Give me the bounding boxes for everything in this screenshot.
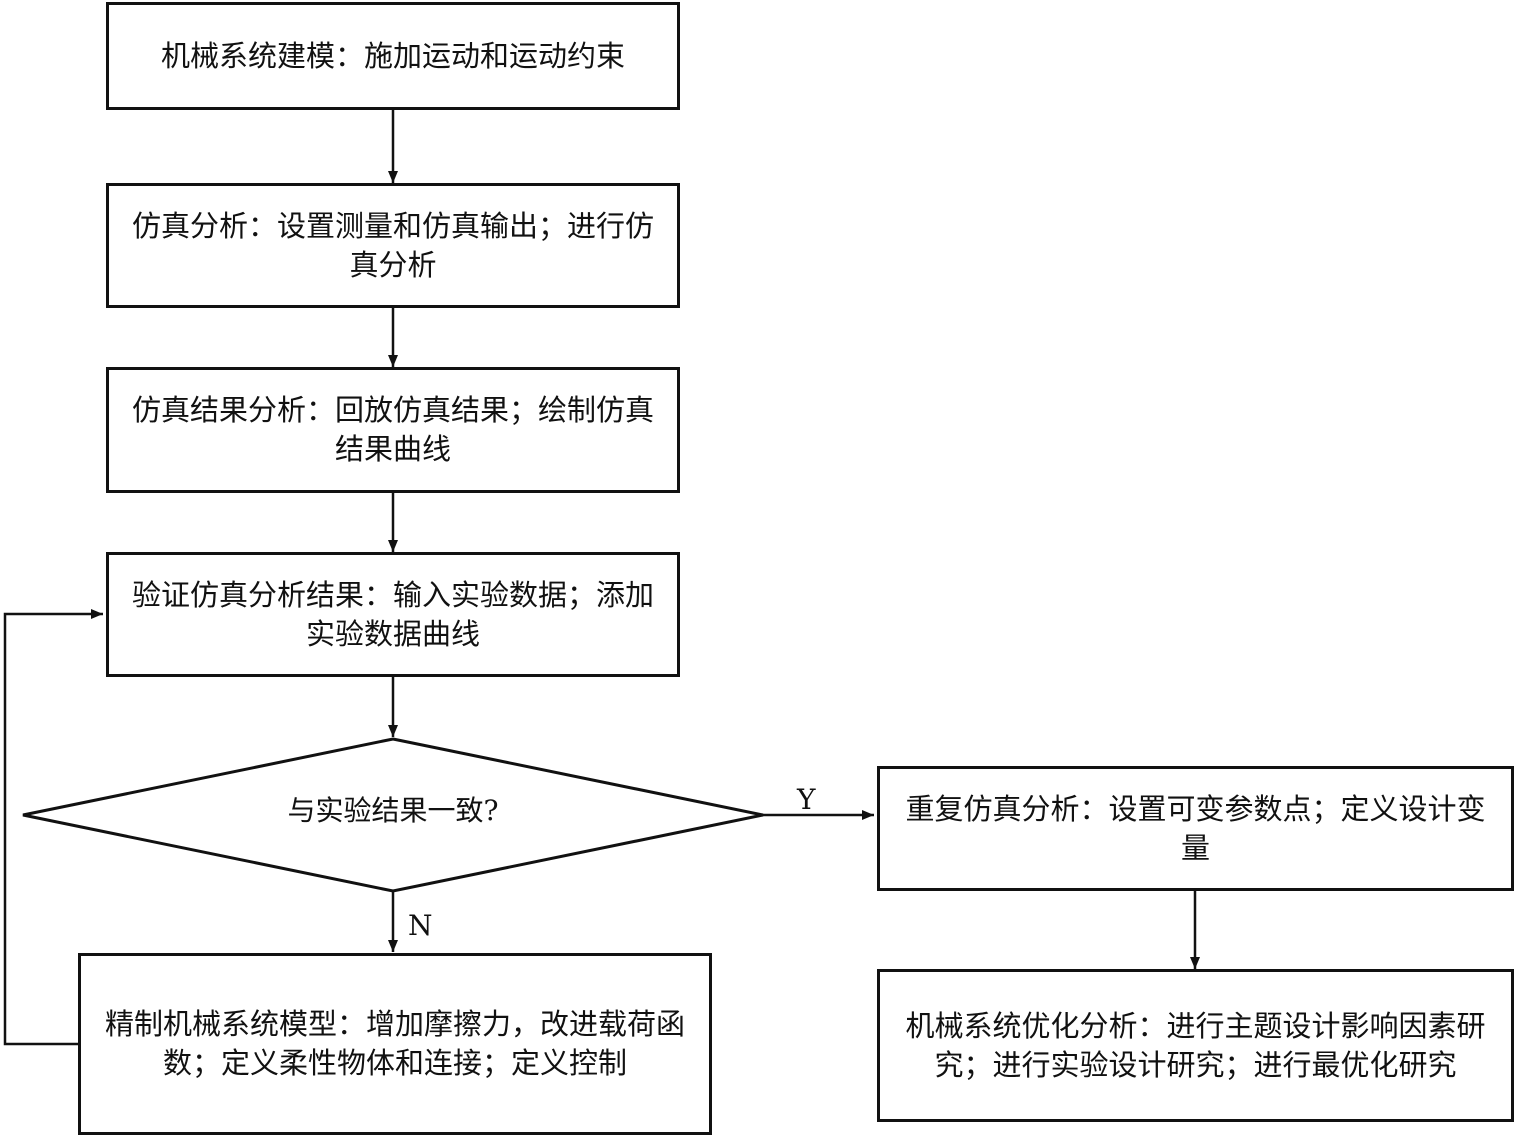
refine-box: 精制机械系统模型：增加摩擦力，改进载荷函数；定义柔性物体和连接；定义控制 [78, 953, 712, 1135]
refine-text: 精制机械系统模型：增加摩擦力，改进载荷函数；定义柔性物体和连接；定义控制 [104, 1007, 685, 1080]
result-analysis-box: 仿真结果分析：回放仿真结果；绘制仿真结果曲线 [106, 367, 680, 493]
simulation-box: 仿真分析：设置测量和仿真输出；进行仿真分析 [106, 183, 680, 308]
repeat-text: 重复仿真分析：设置可变参数点；定义设计变量 [905, 791, 1486, 865]
decision-text: 与实验结果一致? [287, 794, 499, 827]
verify-text: 验证仿真分析结果：输入实验数据；添加实验数据曲线 [131, 577, 654, 651]
simulation-text: 仿真分析：设置测量和仿真输出；进行仿真分析 [131, 208, 654, 282]
result-analysis-text: 仿真结果分析：回放仿真结果；绘制仿真结果曲线 [131, 393, 654, 466]
verify-box: 验证仿真分析结果：输入实验数据；添加实验数据曲线 [106, 552, 680, 677]
modeling-text: 机械系统建模：施加运动和运动约束 [160, 38, 625, 73]
no-label: N [408, 909, 433, 942]
yes-label: Y [797, 783, 816, 816]
optimize-text: 机械系统优化分析：进行主题设计影响因素研究；进行实验设计研究；进行最优化研究 [905, 1008, 1486, 1082]
optimize-box: 机械系统优化分析：进行主题设计影响因素研究；进行实验设计研究；进行最优化研究 [877, 969, 1514, 1122]
repeat-box: 重复仿真分析：设置可变参数点；定义设计变量 [877, 766, 1514, 891]
feedback-loop-line [3, 609, 103, 1046]
modeling-box: 机械系统建模：施加运动和运动约束 [106, 2, 680, 110]
